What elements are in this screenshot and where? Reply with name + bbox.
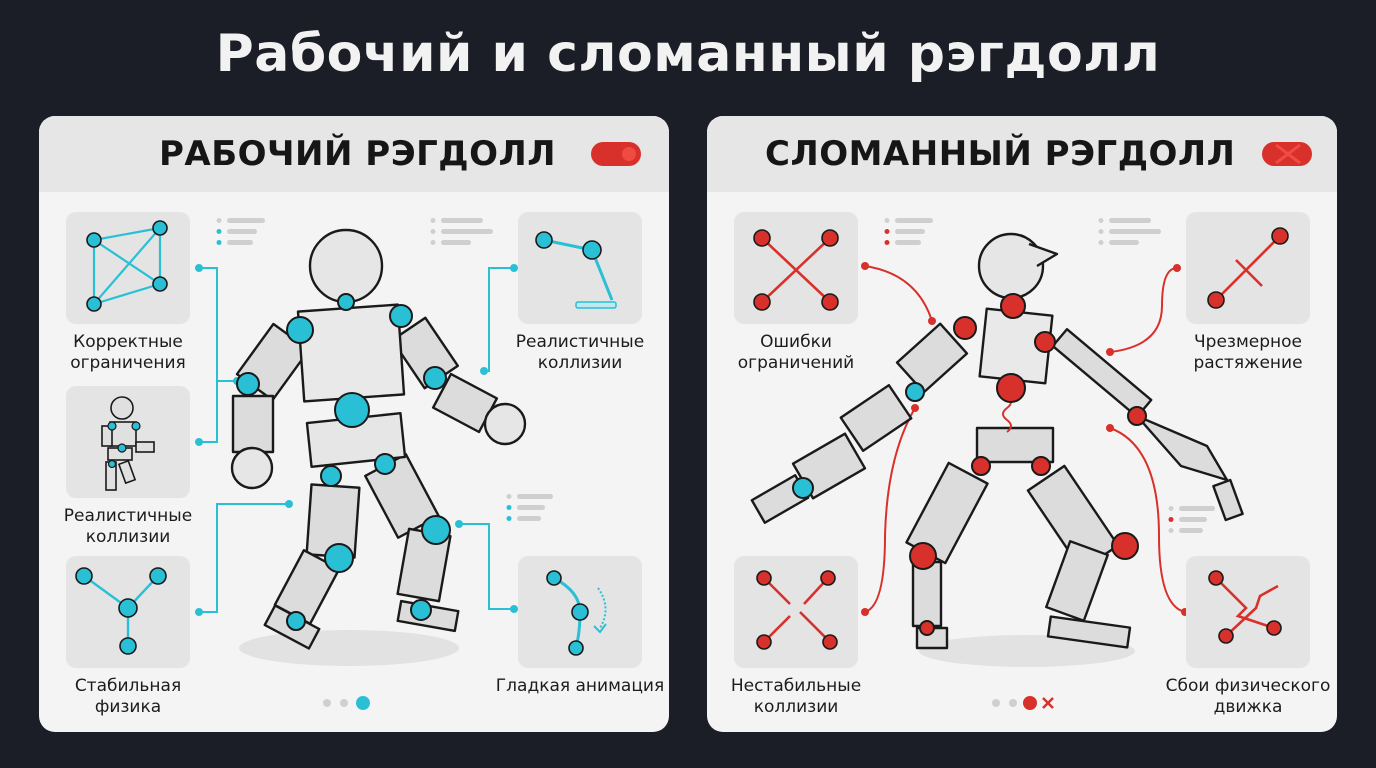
- working-ragdoll-heading: РАБОЧИЙ РЭГДОЛЛ: [159, 134, 556, 174]
- constraint-errors-label: Ошибки ограничений: [737, 332, 855, 373]
- broken-ragdoll-figure: [750, 232, 1244, 667]
- split-joint-icon: [756, 570, 838, 650]
- collisions-right-tile: [518, 212, 642, 324]
- unstable-collisions-label: Нестабильные коллизии: [730, 676, 862, 717]
- physics-label: Стабильная физика: [74, 676, 182, 717]
- working-ragdoll-panel: РАБОЧИЙ РЭГДОЛЛ: [39, 116, 669, 732]
- overstretch-tile: [1186, 212, 1310, 324]
- network-graph-icon: [86, 220, 168, 312]
- mini-ragdoll-icon: [101, 396, 155, 491]
- collisions-left-label: Реалистичные коллизии: [63, 506, 193, 547]
- arm-joint-icon: [535, 231, 617, 309]
- text-placeholder-lines: [216, 218, 553, 521]
- broken-connectors: [861, 218, 1215, 710]
- constraint-errors-tile: [734, 212, 858, 324]
- working-ragdoll-figure: [230, 228, 527, 666]
- pagination-dots: [323, 696, 370, 710]
- page-title: Рабочий и сломанный рэгдолл: [215, 24, 1161, 84]
- stretched-limb-icon: [1207, 227, 1289, 309]
- broken-ragdoll-panel: СЛОМАННЫЙ РЭГДОЛЛ: [707, 116, 1337, 732]
- collisions-right-label: Реалистичные коллизии: [515, 332, 645, 373]
- broken-ragdoll-heading: СЛОМАННЫЙ РЭГДОЛЛ: [765, 134, 1236, 174]
- status-error-toggle[interactable]: [1262, 142, 1312, 166]
- broken-x-icon: [753, 229, 839, 311]
- y-joint-icon: [75, 567, 167, 655]
- constraints-label: Корректные ограничения: [70, 332, 186, 373]
- glitch-joint-icon: [1208, 570, 1282, 644]
- x-mark-icon: [1275, 143, 1301, 165]
- unstable-collisions-tile: [734, 556, 858, 668]
- curved-motion-icon: [546, 570, 607, 656]
- engine-failures-label: Сбои физического движка: [1165, 676, 1331, 717]
- panel-header: [39, 116, 669, 192]
- constraints-tile: [66, 212, 190, 324]
- animation-tile: [518, 556, 642, 668]
- status-toggle[interactable]: [591, 142, 641, 166]
- collisions-left-tile: [66, 386, 190, 498]
- toggle-knob: [622, 147, 636, 161]
- animation-label: Гладкая анимация: [495, 676, 665, 696]
- panel-header: [707, 116, 1337, 192]
- overstretch-label: Чрезмерное растяжение: [1193, 332, 1303, 373]
- physics-tile: [66, 556, 190, 668]
- engine-failures-tile: [1186, 556, 1310, 668]
- text-placeholder-lines: [884, 218, 1215, 533]
- pagination-dots: [992, 696, 1054, 710]
- working-connectors: [195, 218, 553, 710]
